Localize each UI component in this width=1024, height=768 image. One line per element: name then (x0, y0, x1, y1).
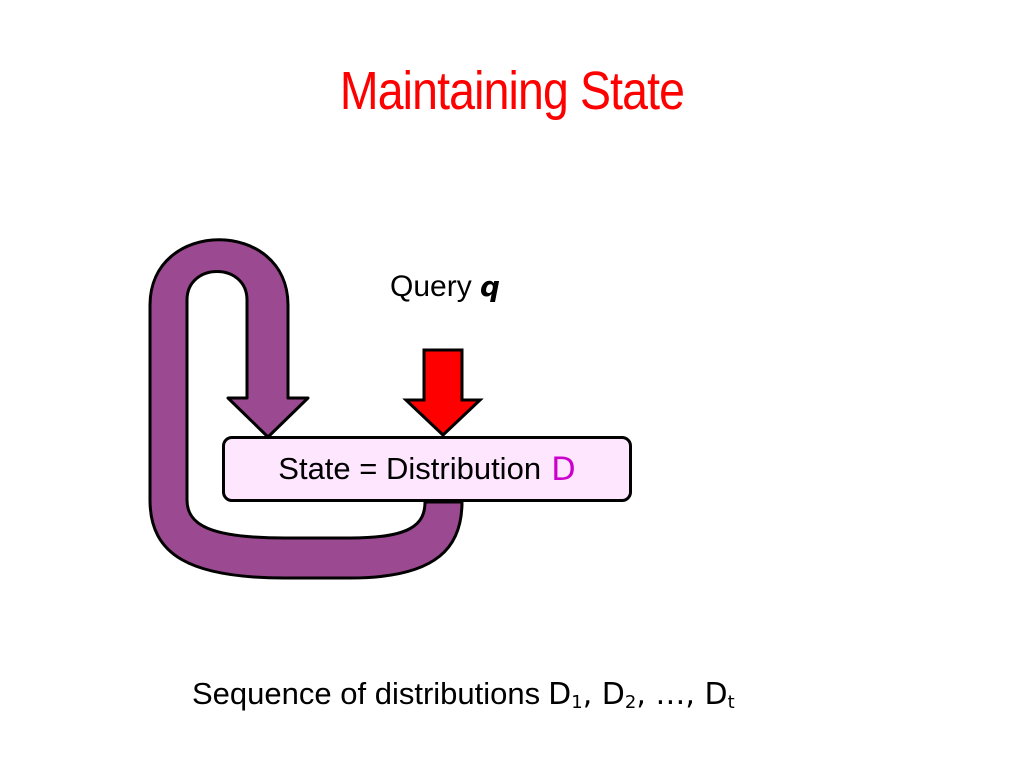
sequence-label: Sequence of distributions (192, 676, 541, 711)
sequence-item-base: D (548, 677, 572, 712)
state-box: State = Distribution D (222, 436, 632, 502)
query-text: Query (390, 270, 472, 303)
sequence-math: D1, D2, …, Dt (548, 677, 735, 713)
sequence-separator: , (582, 677, 602, 712)
down-arrow-icon (402, 348, 484, 438)
feedback-loop-arrow-icon (148, 238, 464, 580)
sequence-item-subscript: 2 (624, 692, 637, 713)
sequence-item-subscript: 1 (571, 692, 583, 713)
query-label: Query q (390, 270, 500, 304)
state-label: State = Distribution (278, 451, 542, 486)
query-variable: q (480, 270, 501, 303)
sequence-item-subscript: t (727, 692, 735, 713)
slide-title: Maintaining State (339, 61, 685, 121)
state-variable: D (551, 450, 576, 488)
sequence-separator: , …, (636, 677, 705, 712)
sequence-item-base: D (601, 677, 625, 712)
sequence-item-base: D (704, 677, 728, 712)
